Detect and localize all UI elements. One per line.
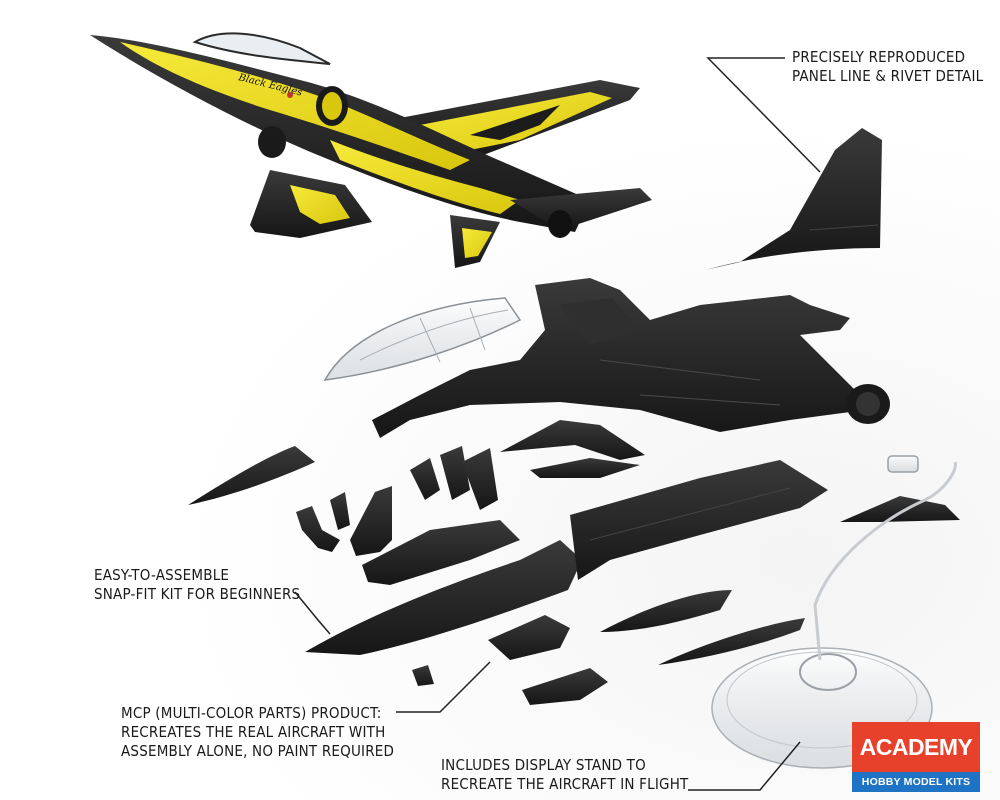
callout-panel-detail: PRECISELY REPRODUCED PANEL LINE & RIVET …: [792, 48, 984, 85]
assembled-aircraft: Black Eagles: [90, 32, 652, 268]
logo-brand: ACADEMY: [852, 722, 980, 772]
lower-fuselage-parts: [305, 460, 828, 655]
fairing-parts: [500, 420, 960, 522]
cockpit-seat-parts: [296, 446, 520, 585]
logo-tagline: HOBBY MODEL KITS: [852, 772, 980, 792]
canopy-part: [323, 297, 522, 381]
nose-cone-part: [188, 446, 315, 505]
small-parts: [412, 590, 805, 705]
callout-display-stand: INCLUDES DISPLAY STAND TO RECREATE THE A…: [441, 756, 689, 793]
academy-logo: ACADEMY HOBBY MODEL KITS: [852, 722, 980, 792]
upper-fuselage-part: [372, 278, 890, 438]
callout-leaders: [294, 57, 821, 791]
callout-snap-fit: EASY-TO-ASSEMBLE SNAP-FIT KIT FOR BEGINN…: [94, 566, 301, 603]
tail-fin-part: [705, 128, 882, 270]
callout-mcp: MCP (MULTI-COLOR PARTS) PRODUCT: RECREAT…: [121, 704, 395, 760]
